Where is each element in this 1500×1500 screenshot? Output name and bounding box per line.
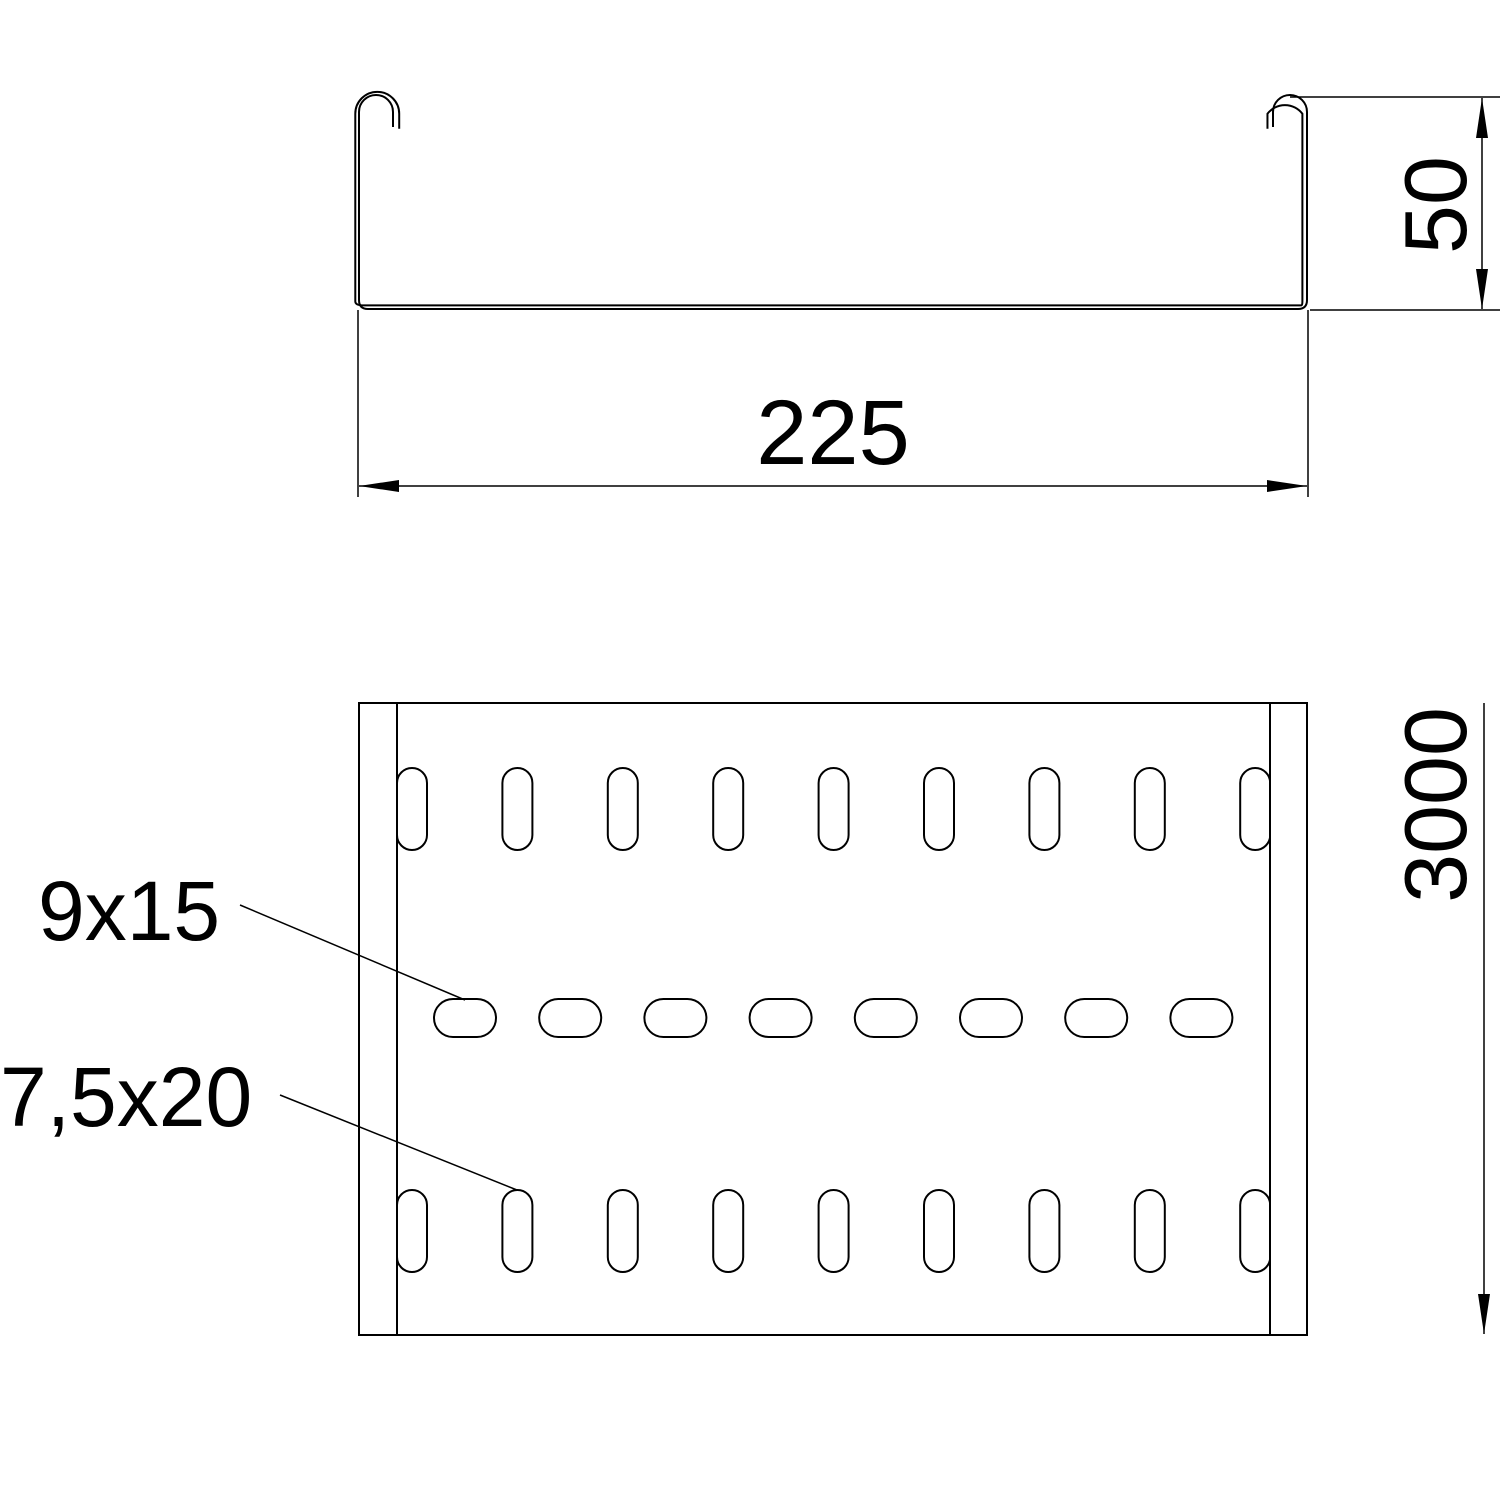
horizontal-slot bbox=[959, 998, 1023, 1038]
vertical-slot bbox=[712, 767, 745, 851]
profile-inner bbox=[354, 90, 1304, 307]
horizontal-slot bbox=[433, 998, 497, 1038]
vertical-slot bbox=[817, 1189, 850, 1273]
vertical-slot bbox=[1028, 767, 1061, 851]
vertical-slot bbox=[1133, 1189, 1166, 1273]
vertical-slot bbox=[923, 767, 955, 851]
slot-vertical-label: 7,5x20 bbox=[0, 1050, 252, 1144]
horizontal-slot bbox=[1064, 998, 1129, 1038]
horizontal-slot bbox=[643, 998, 708, 1038]
vertical-slot bbox=[1239, 767, 1270, 851]
vertical-slot bbox=[397, 1189, 428, 1273]
vertical-slot bbox=[606, 767, 639, 851]
vertical-slot bbox=[817, 767, 850, 851]
vertical-slot bbox=[923, 1189, 955, 1273]
vertical-slot bbox=[397, 767, 428, 851]
horizontal-slot bbox=[853, 998, 918, 1038]
vertical-slot bbox=[712, 1189, 745, 1273]
vertical-slot bbox=[501, 767, 534, 851]
profile-section bbox=[354, 90, 1308, 310]
horizontal-slot bbox=[1169, 998, 1234, 1038]
horizontal-slot bbox=[538, 998, 603, 1038]
width-dimension-label: 225 bbox=[756, 382, 910, 484]
width-dimension bbox=[357, 310, 1309, 497]
profile-outer bbox=[358, 94, 1308, 310]
height-dimension bbox=[1290, 96, 1500, 311]
height-dimension-label: 50 bbox=[1386, 156, 1485, 254]
plan-view bbox=[358, 702, 1308, 1336]
vertical-slot bbox=[1133, 767, 1166, 851]
vertical-slot bbox=[1028, 1189, 1061, 1273]
vertical-slot bbox=[1239, 1189, 1270, 1273]
slot-vertical-leader bbox=[279, 1094, 518, 1191]
slot-horizontal-leader bbox=[239, 904, 466, 1001]
slot-horizontal-label: 9x15 bbox=[38, 864, 220, 958]
vertical-slot bbox=[501, 1189, 534, 1273]
vertical-slot bbox=[606, 1189, 639, 1273]
length-dimension-label: 3000 bbox=[1386, 707, 1485, 903]
horizontal-slot bbox=[748, 998, 813, 1038]
